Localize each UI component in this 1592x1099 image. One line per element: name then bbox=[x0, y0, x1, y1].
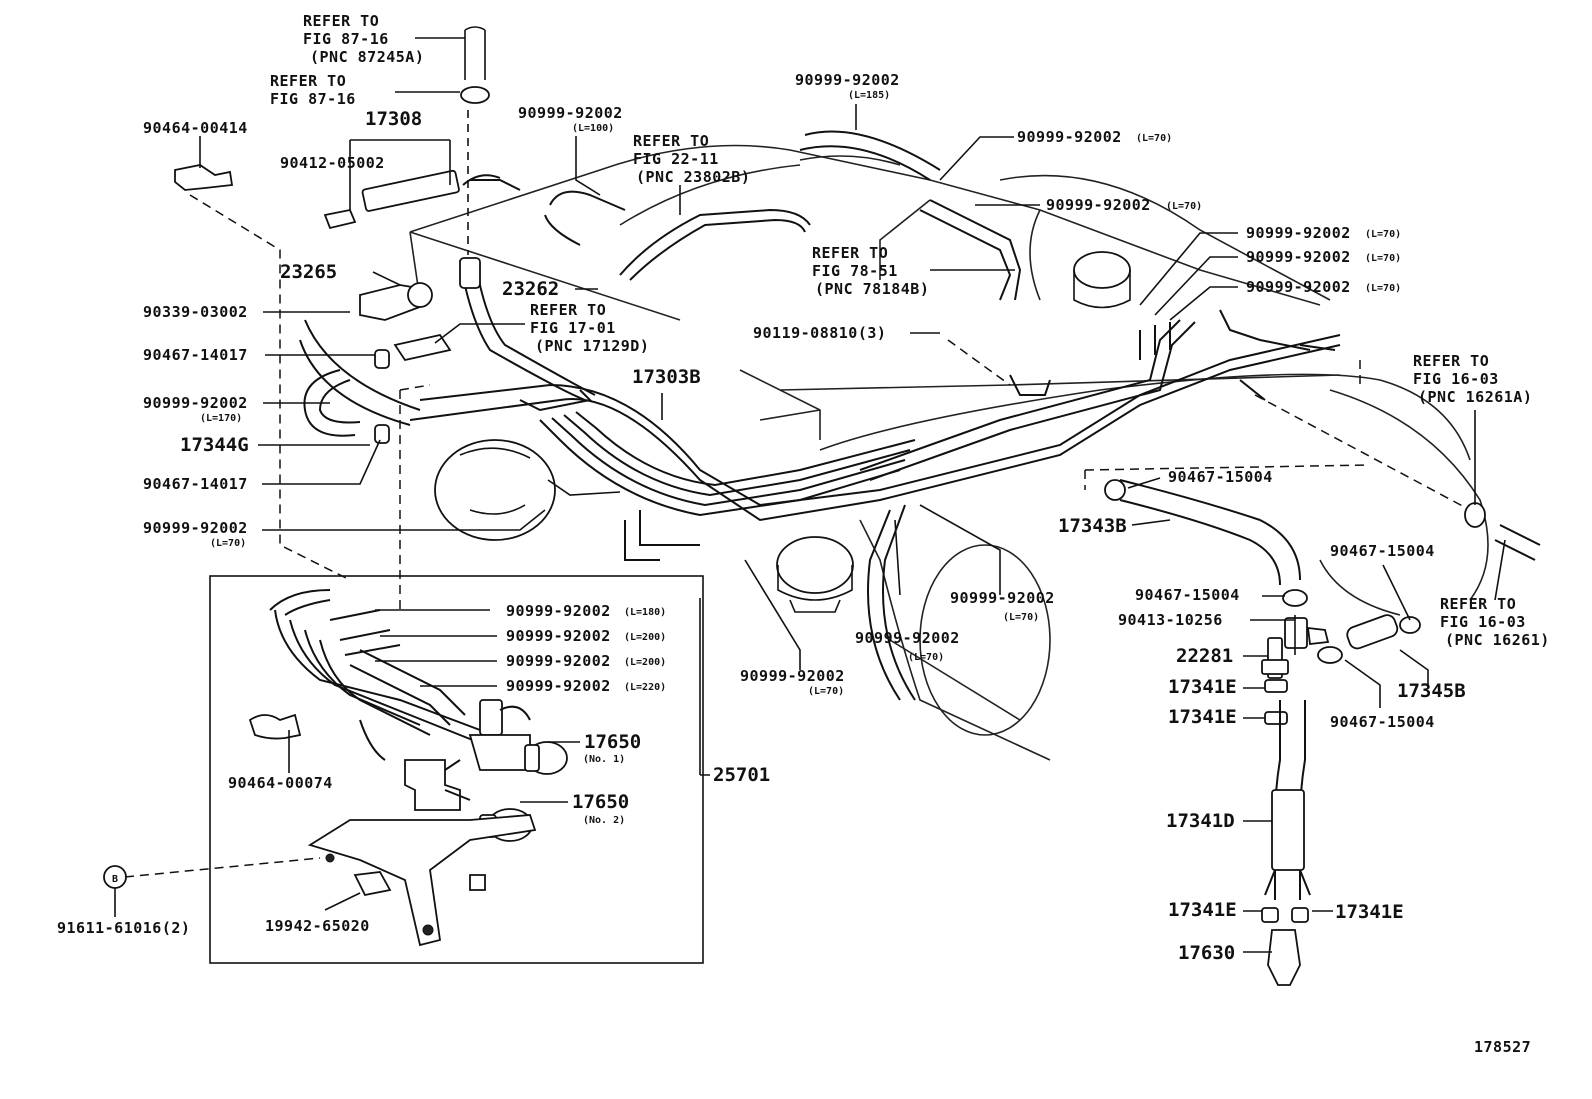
part-17344g: 17344G bbox=[180, 434, 249, 456]
vacuum-valve bbox=[776, 536, 854, 613]
refer-87-16b-l1: REFER TO bbox=[270, 72, 346, 90]
part-90339-03002: 90339-03002 bbox=[143, 303, 248, 321]
part-17303b: 17303B bbox=[632, 366, 701, 388]
len-l70-b: (L=70) bbox=[1166, 201, 1202, 212]
part-17345b: 17345B bbox=[1397, 680, 1466, 702]
part-90999-l70-b: 90999-92002 bbox=[1046, 196, 1151, 214]
part-90999-l200b: 90999-92002 bbox=[506, 652, 611, 670]
part-17341d: 17341D bbox=[1166, 810, 1235, 832]
refer-16-03b-l1: REFER TO bbox=[1440, 595, 1516, 613]
part-17341e-a: 17341E bbox=[1168, 676, 1237, 698]
part-90119-08810: 90119-08810(3) bbox=[753, 324, 886, 342]
part-17308: 17308 bbox=[365, 108, 422, 130]
label-no2: (No. 2) bbox=[583, 815, 625, 826]
part-90467-14017a: 90467-14017 bbox=[143, 346, 248, 364]
refer-16-03a-l1: REFER TO bbox=[1413, 352, 1489, 370]
part-17341e-c: 17341E bbox=[1168, 899, 1237, 921]
top-canister bbox=[1073, 251, 1131, 309]
len-l70-e: (L=70) bbox=[1365, 283, 1401, 294]
part-90999-l70-left: 90999-92002 bbox=[143, 519, 248, 537]
refer-87-16a-l2: FIG 87-16 bbox=[303, 30, 389, 48]
part-90467-14017b: 90467-14017 bbox=[143, 475, 248, 493]
refer-16-03a-l2: FIG 16-03 bbox=[1413, 370, 1499, 388]
refer-78-51-l1: REFER TO bbox=[812, 244, 888, 262]
refer-16-03a-l3: (PNC 16261A) bbox=[1418, 388, 1532, 406]
refer-16-03b-l2: FIG 16-03 bbox=[1440, 613, 1526, 631]
part-90467-15004d: 90467-15004 bbox=[1330, 713, 1435, 731]
part-23265: 23265 bbox=[280, 261, 337, 283]
part-90467-15004c: 90467-15004 bbox=[1135, 586, 1240, 604]
refer-17-01-l3: (PNC 17129D) bbox=[535, 337, 649, 355]
part-90999-l70-f: 90999-92002 bbox=[950, 589, 1055, 607]
len-l70-g: (L=70) bbox=[908, 652, 944, 663]
figure-number: 178527 bbox=[1474, 1038, 1531, 1056]
len-l185: (L=185) bbox=[848, 90, 890, 101]
part-17343b: 17343B bbox=[1058, 515, 1127, 537]
part-90467-15004a: 90467-15004 bbox=[1168, 468, 1273, 486]
leader-lines bbox=[114, 37, 1506, 953]
part-19942-65020: 19942-65020 bbox=[265, 917, 370, 935]
len-l70-c: (L=70) bbox=[1365, 229, 1401, 240]
part-90999-l100: 90999-92002 bbox=[518, 104, 623, 122]
part-91611-61016: 91611-61016(2) bbox=[57, 919, 190, 937]
len-l100: (L=100) bbox=[572, 123, 614, 134]
len-l70-a: (L=70) bbox=[1136, 133, 1172, 144]
part-90999-l185: 90999-92002 bbox=[795, 71, 900, 89]
part-90464-00414: 90464-00414 bbox=[143, 119, 248, 137]
part-23262: 23262 bbox=[502, 278, 559, 300]
refer-22-11-l1: REFER TO bbox=[633, 132, 709, 150]
refer-87-16b-l2: FIG 87-16 bbox=[270, 90, 356, 108]
pipe-bundle bbox=[409, 130, 1341, 701]
part-90467-15004b: 90467-15004 bbox=[1330, 542, 1435, 560]
part-90413-10256: 90413-10256 bbox=[1118, 611, 1223, 629]
vsv-assembly-box bbox=[209, 575, 704, 964]
part-22281: 22281 bbox=[1176, 645, 1233, 667]
svg-text:B: B bbox=[112, 874, 118, 885]
refer-16-03b-l3: (PNC 16261) bbox=[1445, 631, 1550, 649]
part-17650b: 17650 bbox=[572, 791, 629, 813]
top-refer-pipes bbox=[460, 26, 490, 255]
part-90464-00074: 90464-00074 bbox=[228, 774, 333, 792]
refer-87-16a-l3: (PNC 87245A) bbox=[310, 48, 424, 66]
part-90999-l70-c: 90999-92002 bbox=[1246, 224, 1351, 242]
len-l70-f: (L=70) bbox=[1003, 612, 1039, 623]
part-90999-l220: 90999-92002 bbox=[506, 677, 611, 695]
len-l200a: (L=200) bbox=[624, 632, 666, 643]
part-90999-l200a: 90999-92002 bbox=[506, 627, 611, 645]
part-90999-l70-e: 90999-92002 bbox=[1246, 278, 1351, 296]
callout-labels: REFER TO FIG 87-16 (PNC 87245A) REFER TO… bbox=[57, 12, 1550, 1056]
refer-22-11-l3: (PNC 23802B) bbox=[636, 168, 750, 186]
dashed-leaders bbox=[124, 194, 1011, 878]
part-90999-l180: 90999-92002 bbox=[506, 602, 611, 620]
len-l220: (L=220) bbox=[624, 682, 666, 693]
part-17630: 17630 bbox=[1178, 942, 1235, 964]
part-90412-05002: 90412-05002 bbox=[280, 154, 385, 172]
part-17341e-d: 17341E bbox=[1335, 901, 1404, 923]
canister-component bbox=[434, 439, 621, 541]
len-l170: (L=170) bbox=[200, 413, 242, 424]
part-25701: 25701 bbox=[713, 764, 770, 786]
part-90999-l70-g: 90999-92002 bbox=[855, 629, 960, 647]
small-parts-left: B bbox=[103, 164, 234, 889]
refer-78-51-l3: (PNC 78184B) bbox=[815, 280, 929, 298]
part-90999-l170: 90999-92002 bbox=[143, 394, 248, 412]
len-l70-d: (L=70) bbox=[1365, 253, 1401, 264]
refer-17-01-l1: REFER TO bbox=[530, 301, 606, 319]
part-90999-l70-d: 90999-92002 bbox=[1246, 248, 1351, 266]
len-l200b: (L=200) bbox=[624, 657, 666, 668]
len-l70-left: (L=70) bbox=[210, 538, 246, 549]
refer-87-16a-l1: REFER TO bbox=[303, 12, 379, 30]
len-l180: (L=180) bbox=[624, 607, 666, 618]
refer-22-11-l2: FIG 22-11 bbox=[633, 150, 719, 168]
refer-17-01-l2: FIG 17-01 bbox=[530, 319, 616, 337]
part-90999-l70-h: 90999-92002 bbox=[740, 667, 845, 685]
label-no1: (No. 1) bbox=[583, 754, 625, 765]
refer-78-51-l2: FIG 78-51 bbox=[812, 262, 898, 280]
part-17650a: 17650 bbox=[584, 731, 641, 753]
part-17341e-b: 17341E bbox=[1168, 706, 1237, 728]
len-l70-h: (L=70) bbox=[808, 686, 844, 697]
right-hose-chain bbox=[1084, 360, 1541, 986]
part-90999-l70-a: 90999-92002 bbox=[1017, 128, 1122, 146]
